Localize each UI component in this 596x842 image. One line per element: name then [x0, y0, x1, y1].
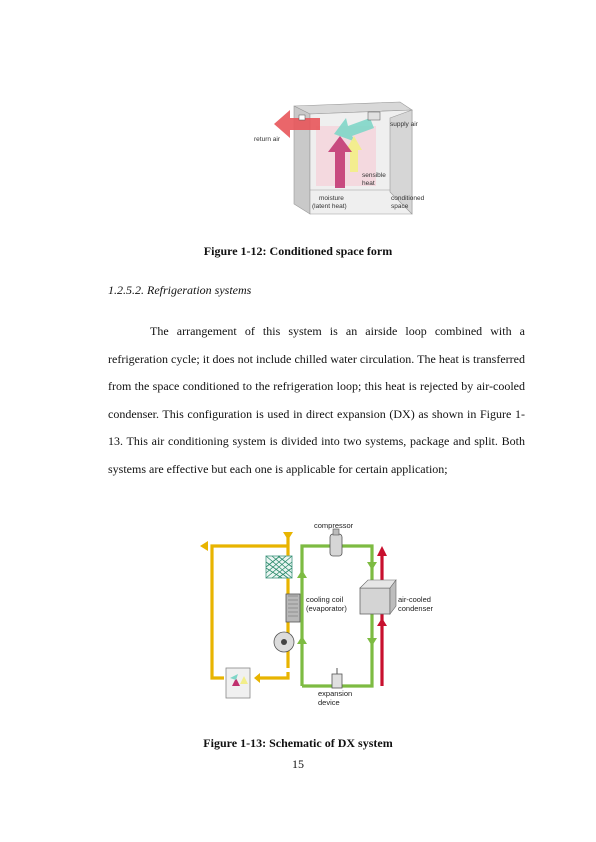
conditioned-space-label-2: space	[391, 203, 409, 210]
cooling-coil-label-1: cooling coil	[306, 595, 343, 604]
filter-icon	[265, 555, 293, 579]
section-heading: 1.2.5.2. Refrigeration systems	[108, 283, 252, 297]
moisture-label-1: moisture	[319, 195, 344, 202]
dx-system-schematic: compressor cooling coil (evaporator) air…	[200, 521, 434, 707]
page-number: 15	[292, 757, 304, 771]
fan-icon	[273, 631, 295, 653]
sensible-heat-arrow	[346, 136, 362, 172]
expansion-device-label-2: device	[318, 698, 340, 707]
figure-1-12-caption: Figure 1-12: Conditioned space form	[203, 244, 393, 258]
sensible-heat-label-1: sensible	[362, 172, 386, 179]
cooling-coil-label-2: (evaporator)	[306, 604, 347, 613]
figure-1-13-caption: Figure 1-13: Schematic of DX system	[203, 736, 393, 750]
refrigerant-loop	[300, 544, 374, 688]
expansion-device-label-1: expansion	[318, 689, 352, 698]
compressor-label: compressor	[314, 521, 354, 530]
body-paragraph: The arrangement of this system is an air…	[108, 324, 525, 476]
condenser-label-2: condenser	[398, 604, 434, 613]
conditioned-space-label-1: conditioned	[391, 195, 425, 202]
return-air-label: return air	[254, 136, 281, 143]
supply-air-label: supply air	[390, 121, 419, 128]
conditioned-space-icon	[225, 667, 251, 699]
sensible-heat-label-2: heat	[362, 180, 375, 187]
condenser-label-1: air-cooled	[398, 595, 431, 604]
condenser-unit-icon	[359, 579, 397, 615]
compressor-icon	[329, 528, 343, 557]
expansion-valve-icon	[331, 668, 343, 689]
evaporator-coil-icon	[285, 593, 301, 623]
supply-air-arrow	[334, 118, 374, 142]
moisture-arrow	[328, 136, 352, 188]
moisture-label-2: (latent heat)	[312, 203, 347, 210]
conditioned-space-figure: return air supply air sensible heat mois…	[254, 101, 425, 215]
air-loop	[210, 532, 290, 680]
return-air-arrow	[274, 110, 320, 138]
